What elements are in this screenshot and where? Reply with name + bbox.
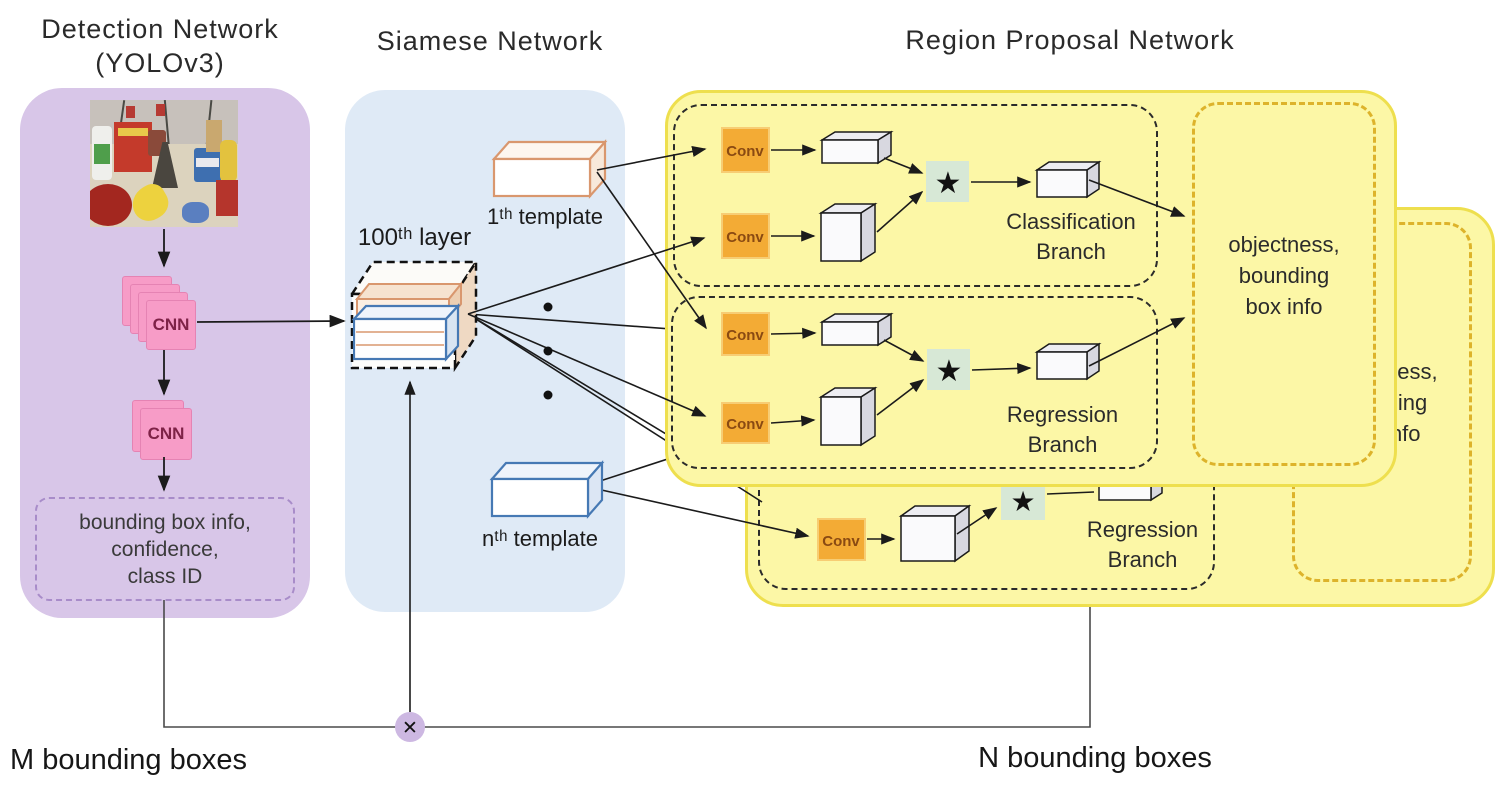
photo-red-box [216,180,238,216]
cnn-block-2: CNN [140,408,192,460]
rpn1-classification-line1: Classification [1006,209,1136,234]
m-bounding-boxes-label: M bounding boxes [10,744,247,776]
template-n-label: nᵗʰ template [482,526,598,551]
rpn2-regression-line2: Branch [1107,547,1178,572]
detection-output-line2: confidence, [111,537,219,561]
detection-network-subtitle: (YOLOv3) [95,48,225,78]
photo-apple [90,184,132,226]
template-1-label: 1ᵗʰ template [487,204,603,229]
n-bounding-boxes-label: N bounding boxes [978,742,1212,774]
rpn2-regression-line1: Regression [1086,517,1199,542]
rpn1-regression-line1: Regression [1006,402,1119,427]
photo-blue-cap [182,202,209,223]
multiply-node: ✕ [395,712,425,742]
rpn2-regression-branch-label: Regression Branch [1060,515,1225,575]
detection-output-box: bounding box info, confidence, class ID [35,497,295,601]
rpn1-output-box: objectness, bounding box info [1192,102,1376,466]
detection-output-line3: class ID [127,564,203,588]
rpn1-regression-line2: Branch [1027,432,1098,457]
photo-hanging-object [156,104,165,116]
cnn-block-1: CNN [146,300,196,350]
photo-hanging-object [126,106,135,118]
rpn1-output-line3: box info [1245,293,1323,319]
multiply-icon: ✕ [402,718,418,739]
photo-wood-block [206,120,222,152]
photo-yellow-object [220,140,237,182]
rpn1-output-line1: objectness, [1228,231,1340,257]
rpn1-classification-branch-label: Classification Branch [985,207,1157,267]
rpn1-output-line2: bounding [1238,262,1330,288]
rpn1-regression-branch-label: Regression Branch [980,400,1145,460]
siamese-network-title: Siamese Network [376,26,604,56]
photo-detergent-label [94,144,110,164]
layer-100-label: 100ᵗʰ layer [357,224,472,251]
detection-output-line1: bounding box info, [79,510,251,534]
rpn1-classification-line2: Branch [1036,239,1106,264]
bounding-box-flow-line [163,600,1091,728]
detection-network-title: Detection Network [41,14,279,44]
photo-cup-band [196,158,219,167]
input-scene-image [90,100,238,227]
photo-cereal-label [118,128,148,136]
rpn-title: Region Proposal Network [905,25,1235,55]
